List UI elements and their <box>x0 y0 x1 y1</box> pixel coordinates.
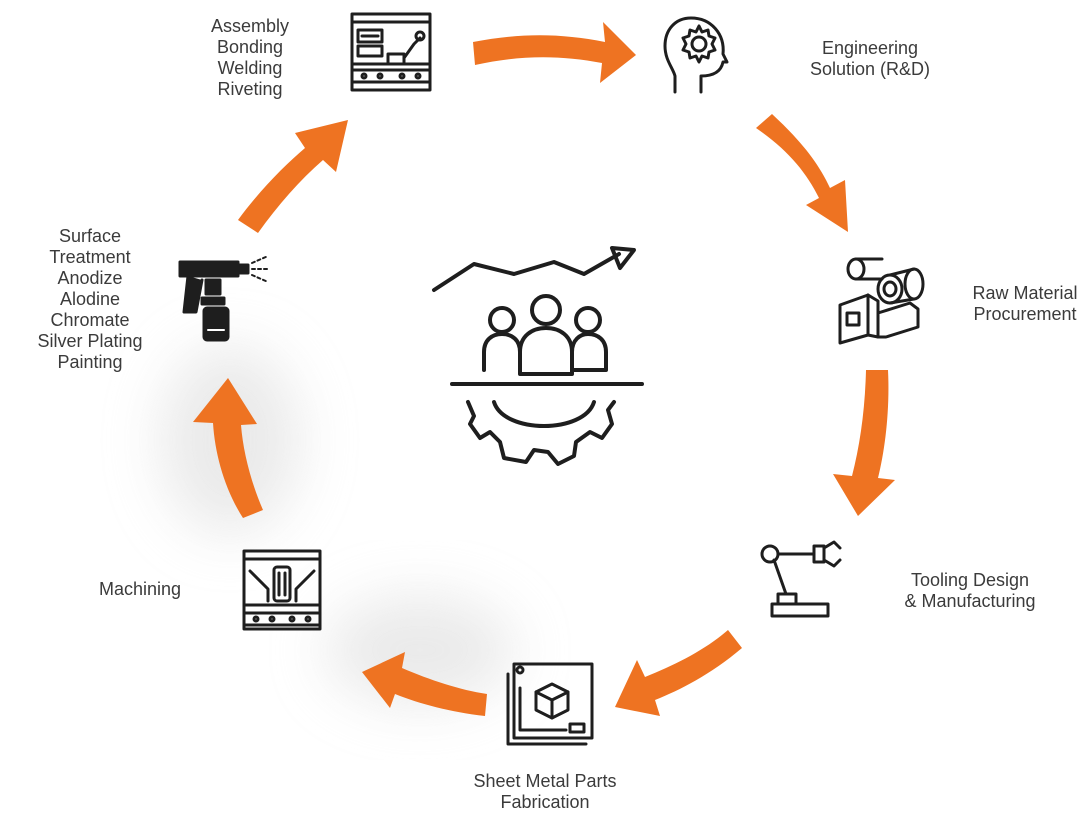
robot-arm-icon <box>760 540 842 618</box>
arrow-raw-material-to-tooling <box>833 370 895 516</box>
machining-press-icon <box>242 549 322 631</box>
arrow-assembly-to-engineering <box>473 22 636 83</box>
arrow-tooling-to-sheet-metal <box>615 630 742 716</box>
step-label-raw-material: Raw Material Procurement <box>972 283 1078 324</box>
step-label-sheet-metal: Sheet Metal Parts Fabrication <box>473 771 617 812</box>
arrow-sheet-metal-to-machining <box>362 652 487 716</box>
cad-cube-icon <box>506 662 594 746</box>
raw-material-icon <box>838 257 925 345</box>
spray-gun-icon <box>178 255 271 342</box>
head-gear-icon <box>663 16 729 94</box>
step-label-surface-treatment: Surface Treatment Anodize Alodine Chroma… <box>37 226 143 372</box>
cycle-arrows <box>193 22 895 716</box>
arrow-machining-to-surface <box>193 378 263 518</box>
step-label-assembly: Assembly Bonding Welding Riveting <box>210 16 290 99</box>
arrow-surface-to-assembly <box>238 120 348 233</box>
step-label-tooling: Tooling Design & Manufacturing <box>904 570 1036 611</box>
step-label-machining: Machining <box>98 579 182 599</box>
team-growth-gear-icon <box>432 246 644 466</box>
step-label-engineering: Engineering Solution (R&D) <box>809 38 931 79</box>
arrow-engineering-to-raw-material <box>756 114 848 232</box>
assembly-machine-icon <box>350 12 432 92</box>
